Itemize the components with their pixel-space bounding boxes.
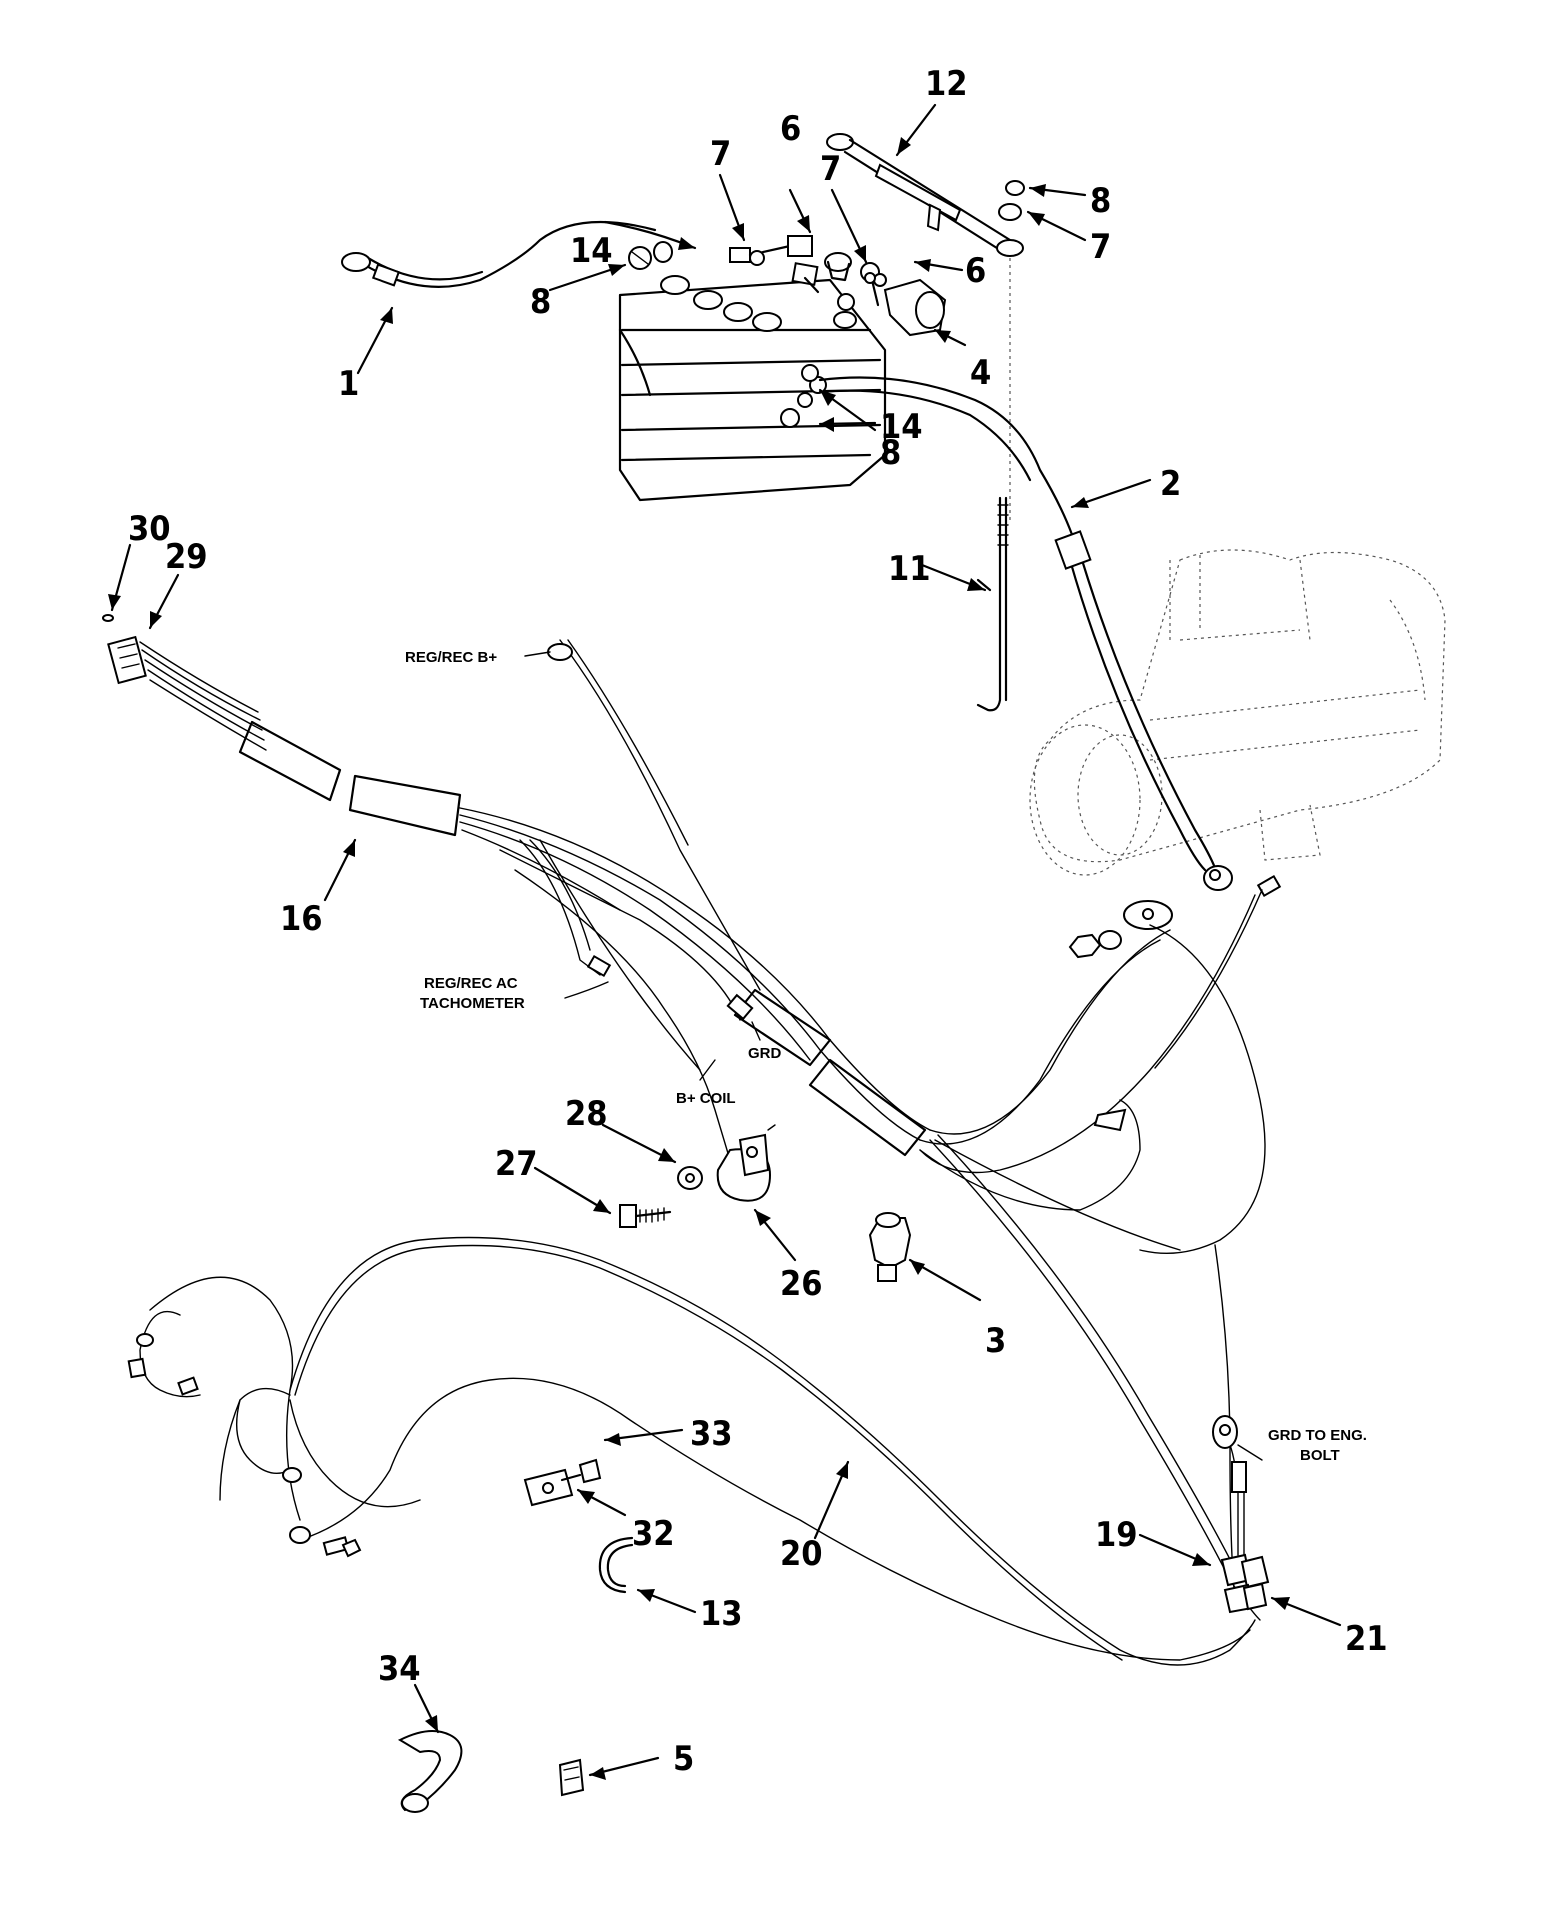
small-parts: [397, 1124, 912, 1813]
callout-27: 27: [495, 1144, 538, 1184]
callout-2: 2: [1160, 464, 1181, 504]
label-reg-rec-b: REG/REC B+: [405, 649, 497, 666]
callout-29: 29: [165, 537, 208, 577]
callout-6-top: 6: [780, 109, 801, 149]
callout-6-right: 6: [965, 251, 986, 291]
callout-7-left: 7: [710, 134, 731, 174]
callout-numbers: 1 2 3 4 5 6 6 7 7 7 8 8 8 11 12 13 14 14…: [128, 64, 1388, 1779]
callout-28: 28: [565, 1094, 608, 1134]
battery-hardware: [341, 133, 1233, 891]
callout-11: 11: [888, 549, 931, 589]
callout-20: 20: [780, 1534, 823, 1574]
callout-32: 32: [632, 1514, 675, 1554]
callout-4: 4: [970, 353, 991, 393]
callout-13: 13: [700, 1594, 743, 1634]
callout-21: 21: [1345, 1619, 1388, 1659]
callout-12: 12: [925, 64, 968, 104]
callout-33: 33: [690, 1414, 733, 1454]
label-bolt: BOLT: [1300, 1447, 1340, 1464]
callout-16: 16: [280, 899, 323, 939]
callout-1: 1: [338, 364, 359, 404]
callout-19: 19: [1095, 1515, 1138, 1555]
callout-3: 3: [985, 1321, 1006, 1361]
label-tachometer: TACHOMETER: [420, 995, 525, 1012]
callout-8-bottom: 8: [880, 433, 901, 473]
callout-34: 34: [378, 1649, 421, 1689]
leader-arrows: [108, 103, 1342, 1780]
harness-20: [127, 1236, 1270, 1666]
callout-26: 26: [780, 1264, 823, 1304]
harness: [102, 614, 1282, 1621]
starter-motor-phantom: [1029, 549, 1446, 876]
callout-7-right: 7: [1090, 227, 1111, 267]
label-grd: GRD: [748, 1045, 782, 1062]
callout-5: 5: [673, 1739, 694, 1779]
callout-14-left: 14: [570, 231, 613, 271]
callout-8-right: 8: [1090, 181, 1111, 221]
callout-30: 30: [128, 509, 171, 549]
label-reg-rec-ac: REG/REC AC: [424, 975, 518, 992]
wire-labels: REG/REC B+ REG/REC AC TACHOMETER GRD B+ …: [405, 649, 1367, 1464]
callout-8-left: 8: [530, 282, 551, 322]
label-grd-to-eng: GRD TO ENG.: [1268, 1427, 1367, 1444]
callout-14-right: 14: [880, 407, 923, 447]
label-b-coil: B+ COIL: [676, 1090, 736, 1107]
battery: [618, 275, 887, 502]
callout-7-mid: 7: [820, 149, 841, 189]
